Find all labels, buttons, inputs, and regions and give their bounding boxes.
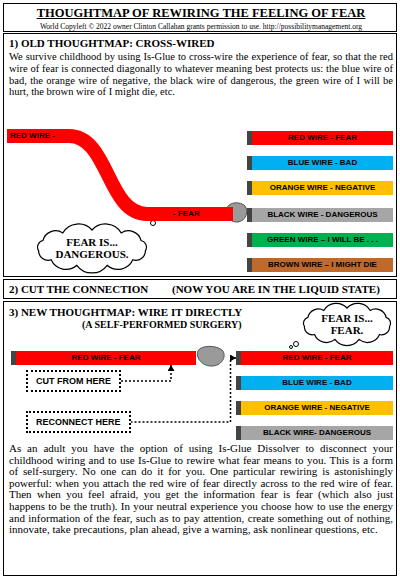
wire-bar: BLACK WIRE- DANGEROUS [236,426,393,440]
glue-blob [197,346,224,366]
instruction-text: RECONNECT HERE [36,416,121,428]
wire-label: BROWN WIRE – I MIGHT DIE [268,258,377,272]
bubble-text: FEAR IS... FEAR. [315,312,379,336]
section-box: 3) NEW THOUGHTMAP: WIRE IT DIRECTLY(A SE… [3,301,397,576]
section-box: 1) OLD THOUGHTMAP: CROSS-WIRED We survive… [3,33,397,277]
section-heading: 2) CUT THE CONNECTION [9,283,169,295]
wire-label: BLACK WIRE - DANGEROUS [267,208,377,222]
section-note: (NOW YOU ARE IN THE LIQUID STATE) [172,283,394,295]
red-wire-path [7,136,233,214]
wire-label: BLUE WIRE - BAD [282,376,351,390]
title-text: THOUGHTMAP OF REWIRING THE FEELING OF FE… [4,6,398,21]
wire-label: ORANGE WIRE - NEGATIVE [270,181,376,195]
section-subtitle: (A SELF-PERFORMED SURGERY) [82,319,282,330]
thought-bubble: FEAR IS... DANGEROUS. [33,225,151,271]
dotted-connector [121,365,171,381]
wire-bar: BLUE WIRE - BAD [247,156,393,170]
wire-bar: RED WIRE - FEAR [236,351,393,365]
node-outline [7,127,233,223]
dotted-box: CUT FROM HERE [26,370,121,392]
wire-label: RED WIRE - FEAR [72,351,141,365]
wire-label: ORANGE WIRE - NEGATIVE [264,401,370,415]
body-paragraph: As an adult you have the option of using… [9,443,393,536]
wire-bar: BLACK WIRE - DANGEROUS [247,208,393,222]
instruction-text: CUT FROM HERE [36,375,111,387]
wire-bar: ORANGE WIRE - NEGATIVE [236,401,393,415]
bubble-tail [151,221,156,226]
section-box: 2) CUT THE CONNECTION(NOW YOU ARE IN THE… [3,279,397,299]
bubble-text: FEAR IS... DANGEROUS. [49,236,135,260]
wire-label: BLUE WIRE - BAD [288,156,357,170]
wire-bar: GREEN WIRE – I WILL BE . . . [247,233,393,247]
wire-bar: BROWN WIRE – I MIGHT DIE [247,258,393,272]
wire-label: GREEN WIRE – I WILL BE . . . [267,233,378,247]
cloud-outline [303,303,390,345]
cloud-outline [38,224,147,273]
section-box: THOUGHTMAP OF REWIRING THE FEELING OF FE… [3,3,397,32]
wire-bar: RED WIRE - FEAR [11,351,196,365]
dotted-connector [131,358,237,422]
copyright-note: World Copyleft © 2022 owner Clinton Call… [4,22,398,31]
wire-label: RED WIRE - FEAR [288,131,357,145]
cross-wire: RED WIRE - - FEAR [7,127,233,223]
wire-label: RED WIRE - FEAR [283,351,352,365]
wire-bar: RED WIRE - FEAR [247,131,393,145]
wire-bar: ORANGE WIRE - NEGATIVE [247,181,393,195]
section-heading: 3) NEW THOUGHTMAP: WIRE IT DIRECTLY [9,306,289,318]
section-heading: 1) OLD THOUGHTMAP: CROSS-WIRED [9,37,389,49]
bubble-tail [290,346,293,349]
body-paragraph: We survive childhood by using Is-Glue to… [9,51,393,98]
wire-label: - FEAR [173,207,200,221]
wire-bar: BLUE WIRE - BAD [236,376,393,390]
dotted-box: RECONNECT HERE [26,411,131,433]
wire-label: BLACK WIRE- DANGEROUS [263,426,371,440]
wire-label: RED WIRE - [10,129,55,143]
thought-bubble: FEAR IS... FEAR. [299,303,395,345]
bubble-tail [294,342,299,347]
